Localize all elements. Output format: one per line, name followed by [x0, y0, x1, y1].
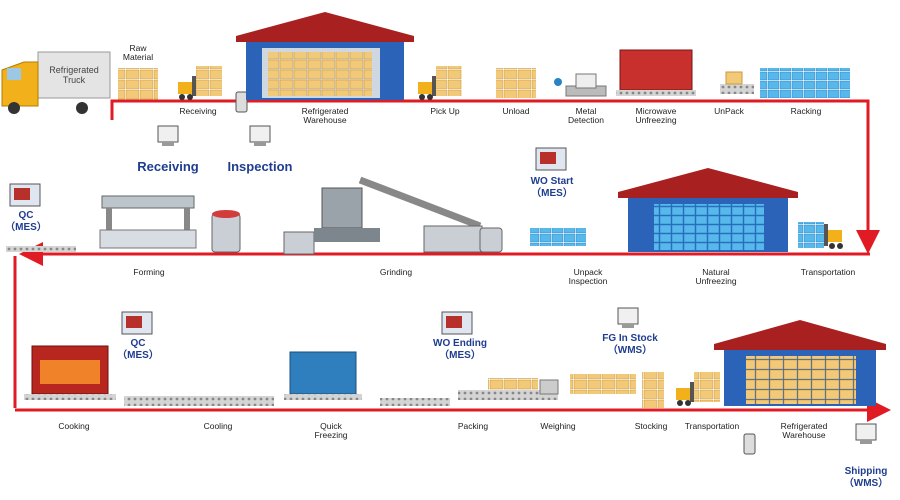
control-panel-icon [441, 311, 473, 335]
cooking-oven-icon [24, 345, 116, 400]
tank-lid-icon [212, 210, 240, 218]
computer-icon [249, 125, 271, 146]
stage-packing: Packing [457, 421, 489, 431]
system-inspection: Inspection [227, 159, 293, 174]
conveyor-icon [6, 246, 76, 252]
metal-detector-icon [554, 73, 607, 97]
stage-refrigerated-warehouse-1: Refrigerated Warehouse [301, 106, 349, 126]
raw-material-boxes-icon [118, 68, 158, 100]
cooling-conveyor-icon [124, 396, 274, 406]
stage-pick-up: Pick Up [430, 106, 460, 116]
tank-icon [211, 213, 241, 253]
scale-icon [539, 379, 559, 395]
stocking-boxes-icon [642, 372, 664, 408]
computer-icon [617, 307, 639, 328]
forklift-icon [798, 222, 843, 249]
handheld-scanner-icon [235, 91, 248, 113]
control-panel-icon [535, 147, 567, 171]
system-receiving: Receiving [137, 159, 199, 174]
stage-cooling: Cooling [203, 421, 233, 431]
forklift-icon [676, 372, 720, 406]
flow-line [13, 99, 891, 422]
stage-natural-unfreezing: Natural Unfreezing [695, 267, 737, 287]
unload-boxes-icon [496, 68, 536, 98]
stage-microwave-unfreezing: Microwave Unfreezing [635, 106, 677, 126]
stage-receiving: Receiving [179, 106, 217, 116]
system-fg-in-stock: FG In Stock （WMS） [602, 333, 658, 356]
system-shipping: Shipping （WMS） [843, 466, 889, 489]
forming-machine-icon [99, 195, 197, 249]
system-qc-1: QC （MES） [5, 210, 47, 233]
stage-racking: Racking [790, 106, 822, 116]
packing-conveyor-icon [458, 390, 558, 400]
stage-unpack-inspection: Unpack Inspection [568, 267, 608, 287]
system-wo-start: WO Start （MES） [530, 176, 574, 199]
blue-boxes-icon [530, 228, 586, 246]
packed-boxes-icon [488, 378, 538, 390]
stage-unload: Unload [502, 106, 530, 116]
truck-icon [1, 51, 111, 114]
stocking-boxes-icon [570, 374, 636, 394]
stage-transportation-2: Transportation [684, 421, 740, 431]
warehouse-2-icon [618, 168, 798, 252]
microwave-unfreezing-icon [616, 49, 696, 96]
computer-icon [855, 423, 877, 444]
stage-cooking: Cooking [58, 421, 90, 431]
control-panel-icon [9, 183, 41, 207]
system-qc-2: QC （MES） [117, 338, 159, 361]
control-panel-icon [121, 311, 153, 335]
stage-metal-detection: Metal Detection [568, 106, 604, 126]
stage-stocking: Stocking [634, 421, 668, 431]
forklift-icon [178, 66, 222, 100]
quick-freezer-icon [284, 351, 362, 400]
stage-grinding: Grinding [379, 267, 413, 277]
forklift-icon [418, 66, 462, 100]
stage-transportation-1: Transportation [800, 267, 856, 277]
stage-unpack: UnPack [714, 106, 744, 116]
stage-refrigerated-warehouse-2: Refrigerated Warehouse [780, 421, 828, 441]
stage-forming: Forming [133, 267, 165, 277]
handheld-scanner-icon [743, 433, 756, 455]
warehouse-1-icon [236, 12, 414, 100]
computer-icon [157, 125, 179, 146]
warehouse-3-icon [714, 320, 886, 406]
stage-raw-material: Raw Material [122, 43, 154, 63]
stage-weighing: Weighing [540, 421, 576, 431]
system-wo-ending: WO Ending （MES） [433, 338, 487, 361]
grinder-icon [283, 176, 483, 255]
tank-icon [479, 227, 503, 253]
unpack-icon [720, 71, 754, 94]
stage-quick-freezing: Quick Freezing [314, 421, 348, 441]
racking-icon [760, 68, 850, 98]
conveyor-icon [380, 398, 450, 406]
truck-label: Refrigerated Truck [49, 65, 99, 85]
